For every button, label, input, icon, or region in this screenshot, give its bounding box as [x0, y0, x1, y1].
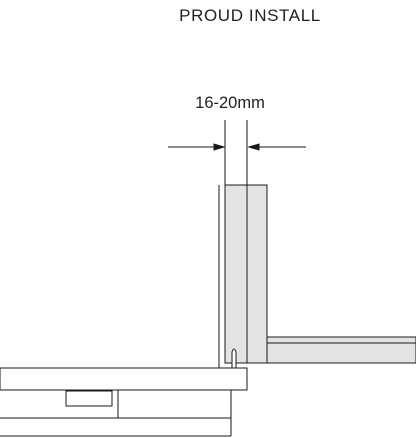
vertical-panel-inner — [246, 184, 268, 364]
base-top-plate — [0, 367, 248, 391]
diagram-title: PROUD INSTALL — [179, 6, 321, 25]
screw-shape — [231, 348, 237, 368]
base-clip — [65, 390, 113, 407]
base-assembly — [0, 367, 248, 437]
dimension-label: 16-20mm — [195, 94, 265, 112]
vertical-panel-outer — [224, 184, 248, 364]
horizontal-panel-body — [266, 336, 416, 364]
fixing-screw — [231, 348, 237, 368]
left-arrowhead — [213, 143, 226, 151]
vertical-panel — [218, 184, 268, 368]
right-arrowhead — [247, 143, 260, 151]
horizontal-panel — [266, 336, 416, 364]
dimension-arrows — [168, 120, 306, 185]
